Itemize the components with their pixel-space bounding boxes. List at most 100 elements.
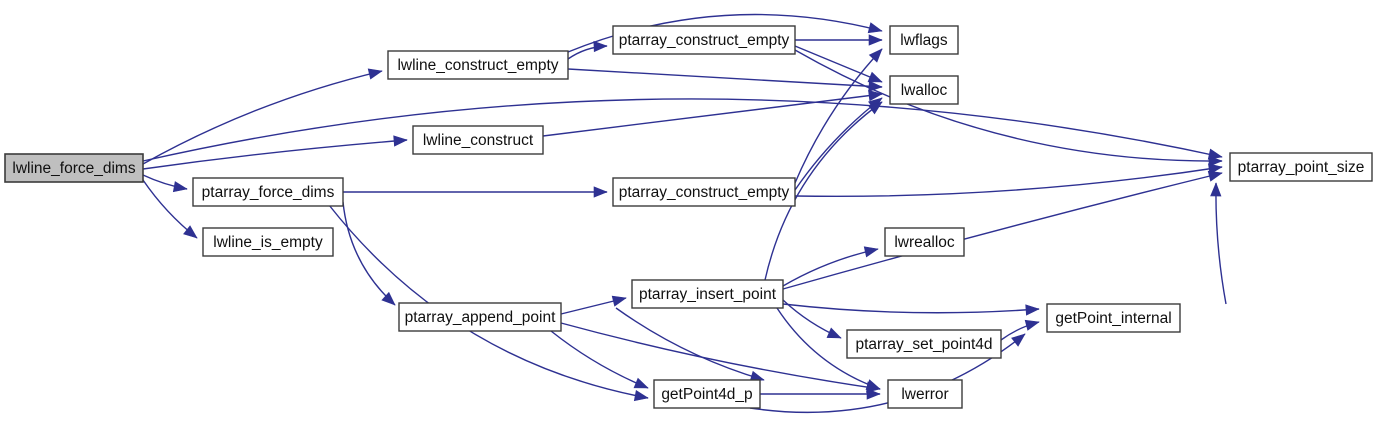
node-box[interactable] [398,302,562,332]
edge-ptarray_insert_point-to-lwalloc [764,101,883,281]
node-ptarray_construct_empty_2[interactable]: ptarray_construct_empty [612,177,796,207]
node-box[interactable] [884,227,965,257]
node-lwline_force_dims[interactable]: lwline_force_dims [4,153,144,183]
node-ptarray_construct_empty_1[interactable]: ptarray_construct_empty [612,25,796,55]
edge-lwline_construct_empty-to-lwalloc [567,68,883,88]
edge-arrowhead [1011,333,1026,347]
node-lwline_construct_empty[interactable]: lwline_construct_empty [387,50,569,80]
node-label: ptarray_insert_point [639,286,777,303]
edge-arrowhead [1210,182,1222,197]
edge-arrowhead [367,68,383,80]
node-box[interactable] [612,177,796,207]
edge-arrowhead [381,291,396,306]
node-lwrealloc[interactable]: lwrealloc [884,227,965,257]
node-ptarray_append_point[interactable]: ptarray_append_point [398,302,562,332]
node-label: lwrealloc [894,234,955,251]
node-lwline_is_empty[interactable]: lwline_is_empty [202,227,334,257]
node-label: ptarray_construct_empty [619,184,790,201]
node-box[interactable] [192,177,344,207]
edge-arrowhead [1208,155,1223,167]
edge-arrowhead [868,34,883,46]
node-label: ptarray_construct_empty [619,32,790,49]
edge-ptarray_force_dims-to-getPoint4d_p [328,204,649,399]
edge-arrowhead [826,327,842,339]
edge-arrowhead [865,379,881,390]
node-box[interactable] [887,379,963,409]
node-label: lwline_force_dims [12,160,135,177]
edge-arrowhead [611,295,627,307]
node-label: ptarray_set_point4d [855,336,992,353]
edge-getPoint_internal-to-ptarray_point_size [1215,182,1227,305]
edge-lwline_construct_empty-to-lwflags [567,13,883,53]
node-ptarray_force_dims[interactable]: ptarray_force_dims [192,177,344,207]
node-getPoint4d_p[interactable]: getPoint4d_p [653,379,761,409]
node-lwerror[interactable]: lwerror [887,379,963,409]
node-box[interactable] [612,25,796,55]
edge-arrowhead [593,186,608,198]
edge-layer [142,13,1227,413]
edge-lwline_force_dims-to-lwline_construct [142,139,408,170]
node-box[interactable] [4,153,144,183]
edge-ptarray_insert_point-to-lwrealloc [782,248,879,287]
edge-arrowhead [868,80,883,92]
node-layer: lwline_force_dimslwline_construct_emptyl… [4,25,1373,409]
node-label: getPoint4d_p [661,386,752,403]
edge-ptarray_construct_empty_2-to-lwflags [794,48,883,184]
edge-arrowhead [1207,170,1223,182]
edge-ptarray_insert_point-to-lwerror [776,307,881,390]
node-box[interactable] [889,25,959,55]
node-label: lwerror [901,386,948,403]
edge-arrowhead [633,390,649,402]
node-lwline_construct[interactable]: lwline_construct [412,125,544,155]
node-lwalloc[interactable]: lwalloc [889,75,959,105]
node-label: getPoint_internal [1055,310,1171,327]
edge-arrowhead [868,48,883,63]
edge-ptarray_insert_point-to-getPoint4d_p [615,307,765,381]
node-label: lwline_construct [423,132,534,149]
node-box[interactable] [846,329,1002,359]
edge-ptarray_append_point-to-lwerror [560,322,881,390]
edge-ptarray_construct_empty_2-to-ptarray_point_size [794,166,1223,198]
node-label: ptarray_point_size [1238,159,1365,176]
edge-arrowhead [183,225,198,239]
edge-arrowhead [866,388,881,400]
edge-arrowhead [172,181,188,193]
edge-arrowhead [868,90,883,102]
node-label: ptarray_append_point [405,309,557,326]
node-box[interactable] [889,75,959,105]
node-box[interactable] [202,227,334,257]
edge-ptarray_construct_empty_1-to-ptarray_point_size [794,49,1223,162]
edge-arrowhead [633,377,649,389]
edge-arrowhead [1024,319,1040,331]
edge-arrowhead [863,246,879,258]
node-lwflags[interactable]: lwflags [889,25,959,55]
node-label: lwalloc [901,82,948,99]
edge-arrowhead [867,71,883,83]
edge-ptarray_append_point-to-getPoint4d_p [550,330,649,389]
node-label: lwline_construct_empty [397,57,558,74]
edge-arrowhead [593,40,608,53]
node-box[interactable] [412,125,544,155]
node-label: lwline_is_empty [213,234,323,251]
node-ptarray_set_point4d[interactable]: ptarray_set_point4d [846,329,1002,359]
node-ptarray_point_size[interactable]: ptarray_point_size [1229,152,1373,182]
node-getPoint_internal[interactable]: getPoint_internal [1046,303,1181,333]
edge-ptarray_force_dims-to-ptarray_append_point [342,201,396,306]
edge-lwline_force_dims-to-ptarray_point_size [142,98,1223,162]
edge-lwline_force_dims-to-lwline_construct_empty [142,70,383,165]
node-label: lwflags [900,32,948,49]
node-label: ptarray_force_dims [202,184,335,201]
edge-arrowhead [867,22,883,34]
node-box[interactable] [1229,152,1373,182]
node-box[interactable] [653,379,761,409]
edge-ptarray_insert_point-to-ptarray_point_size [782,172,1223,290]
edge-ptarray_insert_point-to-getPoint_internal [782,303,1040,314]
node-box[interactable] [387,50,569,80]
edge-arrowhead [393,135,408,147]
node-box[interactable] [631,279,784,309]
node-ptarray_insert_point[interactable]: ptarray_insert_point [631,279,784,309]
edge-arrowhead [1025,304,1040,316]
node-box[interactable] [1046,303,1181,333]
